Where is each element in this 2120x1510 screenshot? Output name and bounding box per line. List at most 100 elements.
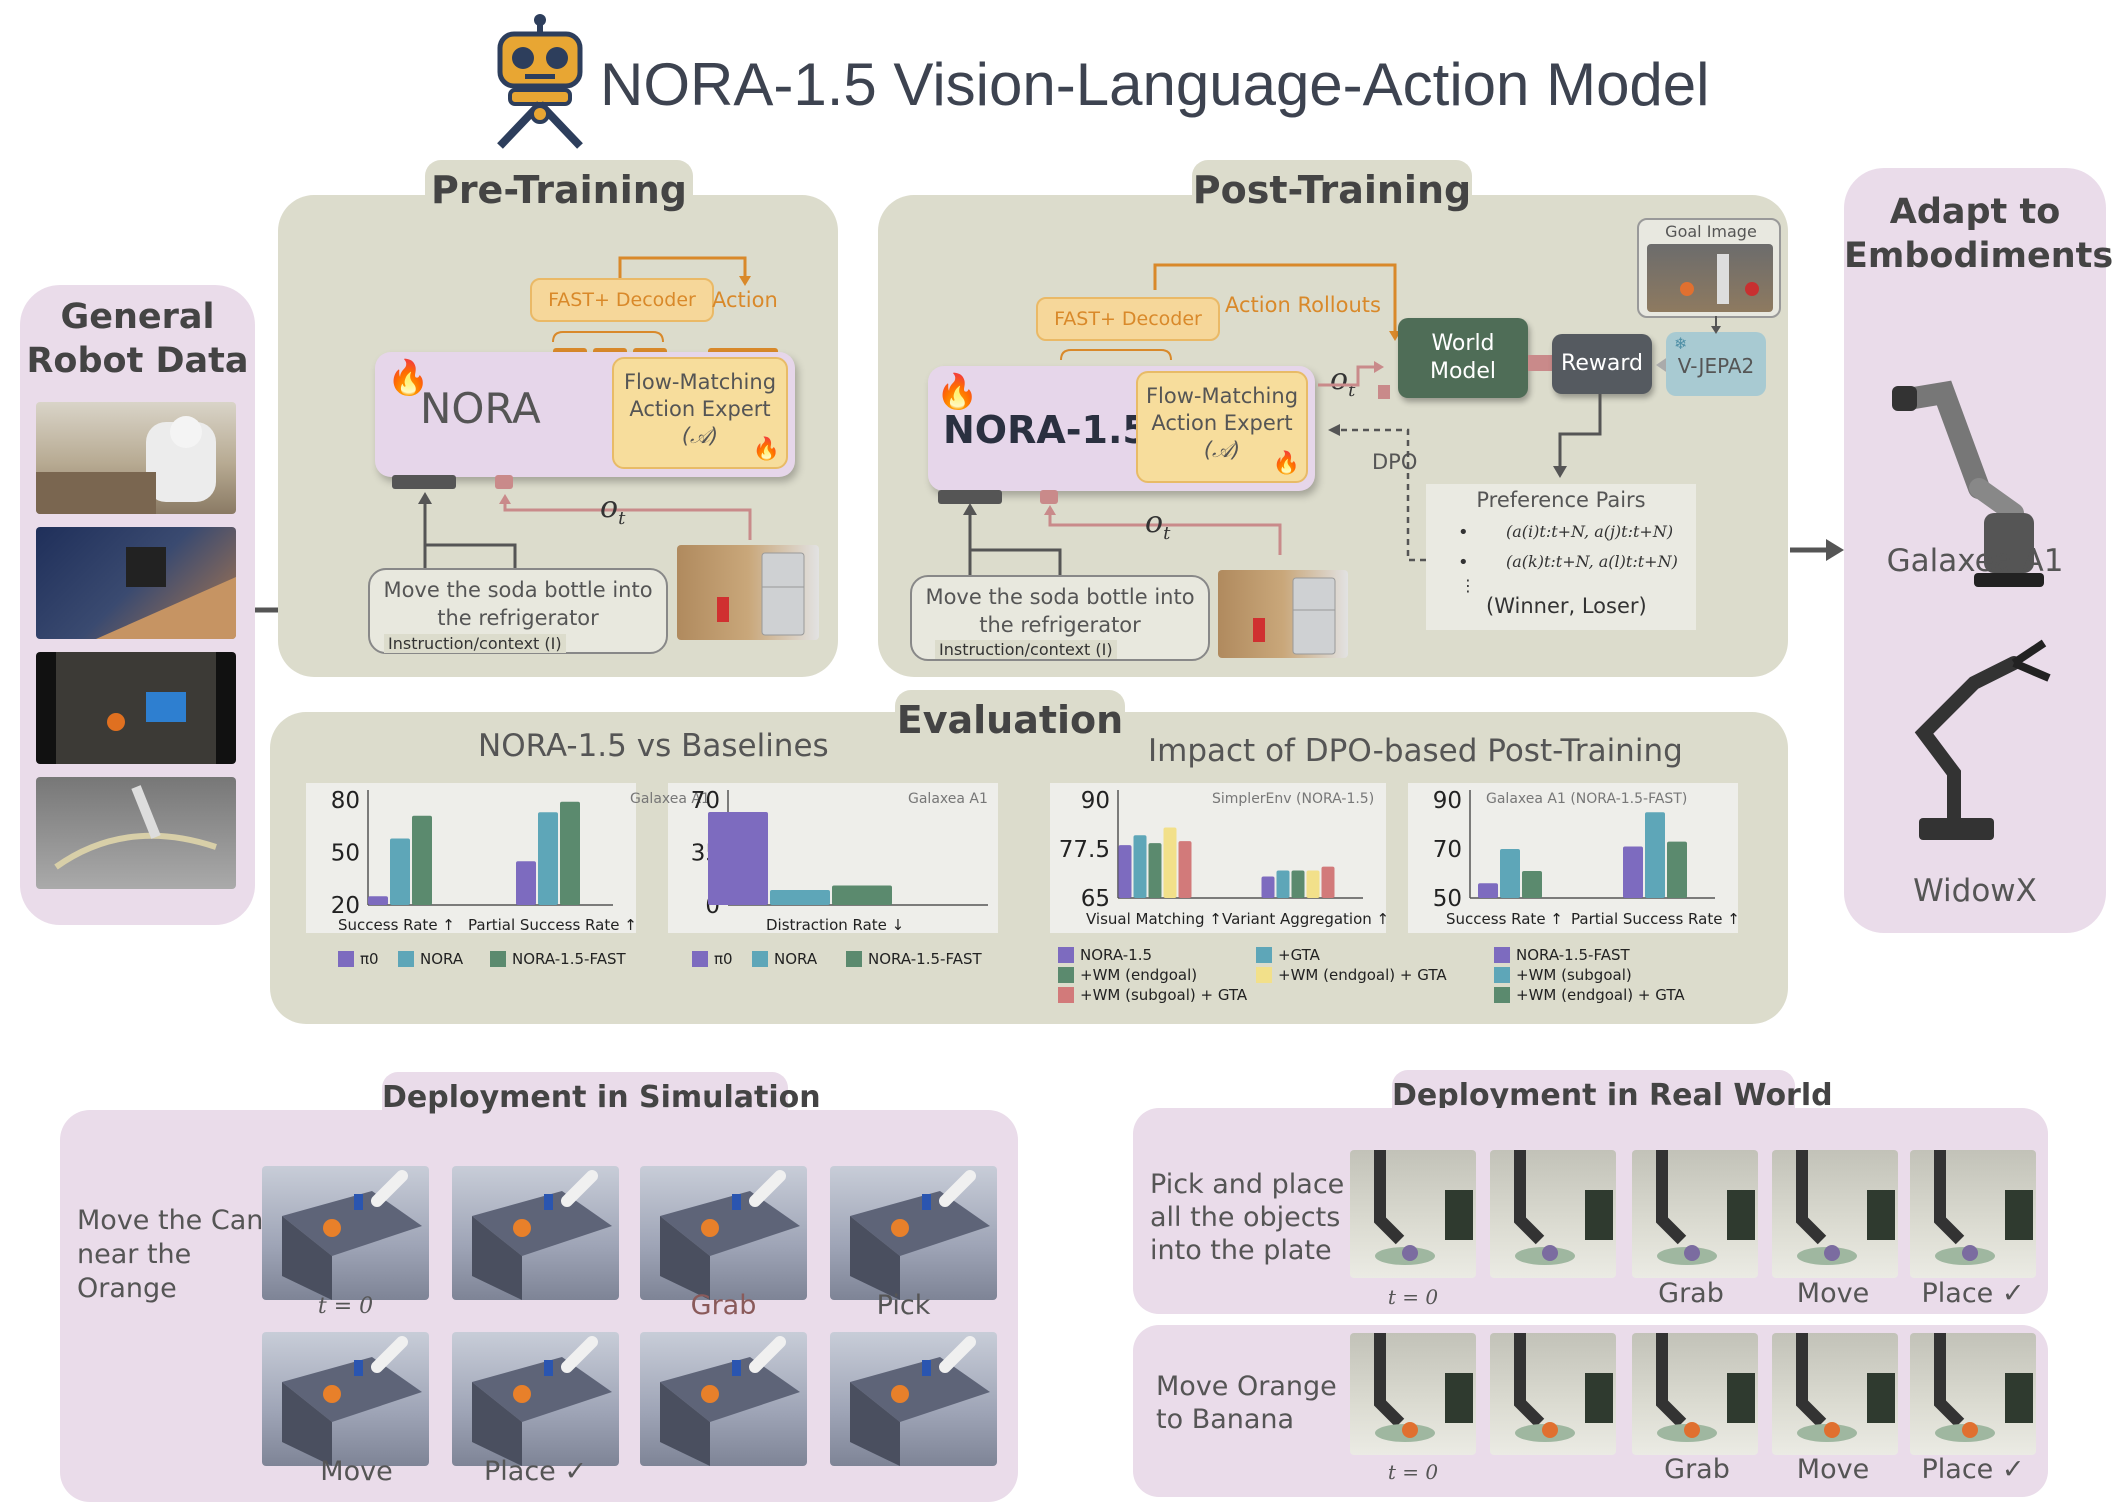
chart-3-bar-1-0 bbox=[1261, 876, 1275, 898]
vjepa-block: ❄ V-JEPA2 bbox=[1666, 332, 1766, 396]
simulation-tab: Deployment in Simulation bbox=[382, 1072, 821, 1124]
legend3-label-wm-endgoal: +WM (endgoal) bbox=[1080, 966, 1198, 984]
pref-row-2: (a(k)t:t+N, a(l)t:t+N) bbox=[1506, 552, 1678, 571]
chart-4-category-1: Partial Success Rate ↑ bbox=[1571, 910, 1740, 928]
rw2-caption-grab: Grab bbox=[1664, 1454, 1730, 1485]
legend2-label-nora15fast: NORA-1.5-FAST bbox=[868, 950, 982, 968]
pretraining-expert-sym: (𝒜) bbox=[681, 424, 719, 448]
chart-3-bar-0-3 bbox=[1163, 827, 1177, 898]
realworld-task2-line1: Move Orange bbox=[1156, 1371, 1337, 1402]
pretraining-instruction-line1: Move the soda bottle into bbox=[383, 578, 653, 602]
chart-4-bar-1-0 bbox=[1623, 846, 1643, 898]
chart-4-bar-0-0 bbox=[1478, 883, 1498, 898]
chart-2-bar-0-0 bbox=[708, 812, 768, 905]
chart-1-bar-0-1 bbox=[390, 838, 410, 905]
rw1-caption-place: Place ✓ bbox=[1921, 1278, 2025, 1309]
pref-title: Preference Pairs bbox=[1476, 488, 1646, 512]
legend1-item-nora: NORA bbox=[398, 950, 463, 968]
pretraining-vision-token bbox=[392, 475, 456, 489]
simulation-task-line1: Move the Can bbox=[77, 1205, 264, 1236]
realworld-task2-line2: to Banana bbox=[1156, 1404, 1295, 1435]
page-title: NORA-1.5 Vision-Language-Action Model bbox=[600, 51, 1710, 118]
robot-data-image-3 bbox=[36, 652, 236, 764]
general-title-line2: Robot Data bbox=[26, 341, 249, 381]
chart-2-category-0: Distraction Rate ↓ bbox=[766, 916, 904, 934]
chart-3 bbox=[1050, 783, 1386, 933]
goal-to-vjepa-arrow bbox=[1711, 316, 1721, 334]
posttraining-model-name: NORA-1.5 bbox=[943, 408, 1149, 452]
realworld-frame-6 bbox=[1490, 1333, 1616, 1455]
rw1-caption-move: Move bbox=[1796, 1278, 1870, 1309]
chart-3-bar-1-4 bbox=[1321, 866, 1335, 898]
posttraining-vision-token bbox=[938, 490, 1002, 504]
goal-image-thumbnail bbox=[1647, 244, 1773, 312]
pretraining-flow-arrows bbox=[418, 492, 752, 570]
chart-4-tick-2: 90 bbox=[1433, 788, 1462, 814]
chart-1-title: Galaxea A1 bbox=[630, 791, 710, 807]
fire-icon: 🔥 bbox=[1272, 451, 1300, 476]
chart-4-bar-0-1 bbox=[1500, 849, 1520, 898]
pretraining-expert-line2: Action Expert bbox=[629, 397, 771, 421]
widowx-robot-image bbox=[1884, 623, 2074, 853]
rw2-caption-t0: t = 0 bbox=[1387, 1460, 1439, 1484]
eval-left-heading: NORA-1.5 vs Baselines bbox=[478, 728, 829, 764]
chart-4-bar-1-1 bbox=[1645, 812, 1665, 898]
realworld-frame-8 bbox=[1772, 1333, 1898, 1455]
adapt-title-line2: Embodiments bbox=[1844, 236, 2114, 276]
chart-3-bar-1-2 bbox=[1291, 870, 1305, 898]
chart-1-tick-0: 20 bbox=[331, 893, 360, 919]
realworld-frame-9 bbox=[1910, 1333, 2036, 1455]
simulation-task-line2: near the bbox=[77, 1239, 192, 1270]
chart-3-bar-0-0 bbox=[1118, 845, 1132, 898]
snowflake-icon: ❄ bbox=[1674, 334, 1688, 353]
legend-swatch-purple bbox=[338, 951, 354, 967]
posttraining-expert-sym: (𝒜) bbox=[1203, 438, 1241, 462]
posttraining-fast-decoder: FAST+ Decoder bbox=[1036, 297, 1220, 341]
chart-1-bar-0-2 bbox=[412, 815, 432, 905]
world-to-reward-connector bbox=[1528, 355, 1552, 371]
realworld-frame-3 bbox=[1772, 1150, 1898, 1278]
posttraining-obs-symbol: o bbox=[1145, 505, 1164, 540]
chart-1-category-0: Success Rate ↑ bbox=[338, 916, 455, 934]
legend3-label-wm-endgoal-gta: +WM (endgoal) + GTA bbox=[1278, 966, 1447, 984]
legend3-item-wm-subgoal-gta: +WM (subgoal) + GTA bbox=[1058, 986, 1247, 1004]
posttraining-obs-sub-2: t bbox=[1348, 380, 1356, 401]
legend-swatch-teal bbox=[752, 951, 768, 967]
legend4-item-nora15fast: NORA-1.5-FAST bbox=[1494, 946, 1630, 964]
evaluation-tab: Evaluation bbox=[895, 690, 1125, 750]
pref-ellipsis: ⋮ bbox=[1460, 576, 1476, 595]
chart-3-tick-2: 90 bbox=[1081, 788, 1110, 814]
galaxea-label: Galaxea A1 bbox=[1886, 543, 2064, 579]
sim-frame-2 bbox=[640, 1166, 807, 1300]
chart-1-bar-0-0 bbox=[368, 896, 388, 905]
legend3-label-gta: +GTA bbox=[1278, 946, 1320, 964]
world-model-line2: Model bbox=[1429, 359, 1497, 384]
pretraining-instruction-line2: the refrigerator bbox=[437, 606, 599, 630]
chart-4-tick-1: 70 bbox=[1433, 837, 1462, 863]
sim-frame-4 bbox=[262, 1332, 429, 1466]
nora15-model-block: 🔥 NORA-1.5 Flow-Matching Action Expert (… bbox=[928, 366, 1315, 491]
legend-swatch-teal bbox=[1494, 967, 1510, 983]
galaxea-robot-image bbox=[1874, 293, 2074, 693]
chart-4-category-0: Success Rate ↑ bbox=[1446, 910, 1563, 928]
posttraining-obs-label: ot bbox=[1145, 505, 1170, 544]
realworld-task1: Pick and place all the objects into the … bbox=[1150, 1168, 1344, 1267]
chart-2-bar-0-2 bbox=[832, 885, 892, 905]
posttraining-obs-token bbox=[1040, 490, 1058, 504]
fire-icon: 🔥 bbox=[936, 372, 979, 412]
sim-frame-6 bbox=[640, 1332, 807, 1466]
pretraining-action-expert: Flow-Matching Action Expert (𝒜) 🔥 bbox=[612, 357, 788, 469]
chart-3-category-0: Visual Matching ↑ bbox=[1086, 910, 1222, 928]
legend-swatch-green bbox=[1494, 987, 1510, 1003]
legend3-item-wm-endgoal-gta: +WM (endgoal) + GTA bbox=[1256, 966, 1447, 984]
sim-frame-3 bbox=[830, 1166, 997, 1300]
rw2-caption-move: Move bbox=[1796, 1454, 1870, 1485]
legend-swatch-teal bbox=[398, 951, 414, 967]
posttraining-expert-line2: Action Expert bbox=[1151, 411, 1293, 435]
pref-row-1: (a(i)t:t+N, a(j)t:t+N) bbox=[1506, 522, 1674, 541]
realworld-tab: Deployment in Real World bbox=[1392, 1070, 1833, 1122]
vjepa-label: V-JEPA2 bbox=[1677, 354, 1755, 378]
realworld-frame-4 bbox=[1910, 1150, 2036, 1278]
sim-caption-move: Move bbox=[320, 1456, 393, 1487]
realworld-frame-2 bbox=[1632, 1150, 1758, 1278]
